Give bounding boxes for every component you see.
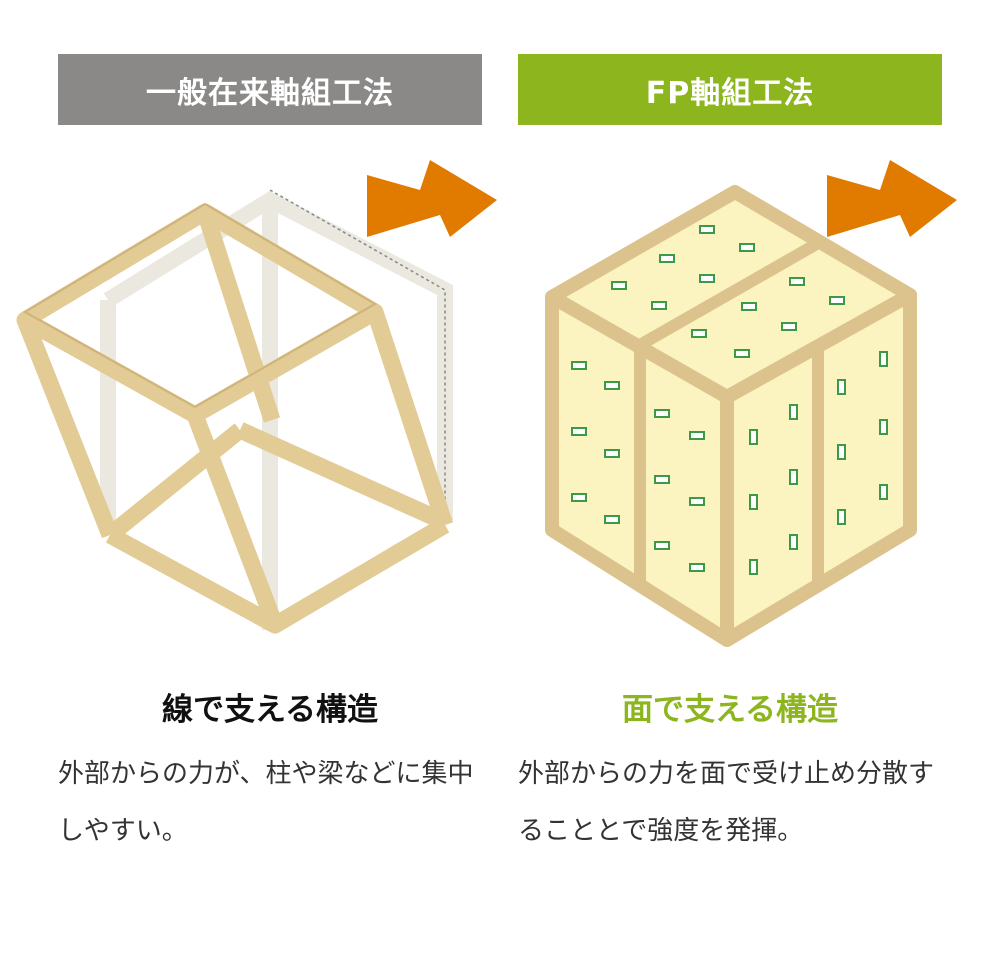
- wood-frame: [16, 203, 454, 634]
- conventional-method-header: 一般在来軸組工法: [58, 54, 482, 125]
- deformed-frame-illustration: [16, 160, 497, 634]
- surface-structure-title: 面で支える構造: [621, 692, 839, 728]
- panel-box-illustration: [545, 160, 957, 647]
- surface-structure-description: 外部からの力を面で受け止め分散することとで強度を発揮。: [518, 759, 935, 846]
- line-structure-title: 線で支える構造: [161, 692, 379, 728]
- force-arrow-icon: [827, 160, 957, 237]
- nail-labels: [571, 225, 888, 575]
- force-arrow-icon: [367, 160, 497, 237]
- fp-method-header: FP軸組工法: [518, 54, 942, 125]
- line-structure-description: 外部からの力が、柱や梁などに集中しやすい。: [58, 759, 474, 846]
